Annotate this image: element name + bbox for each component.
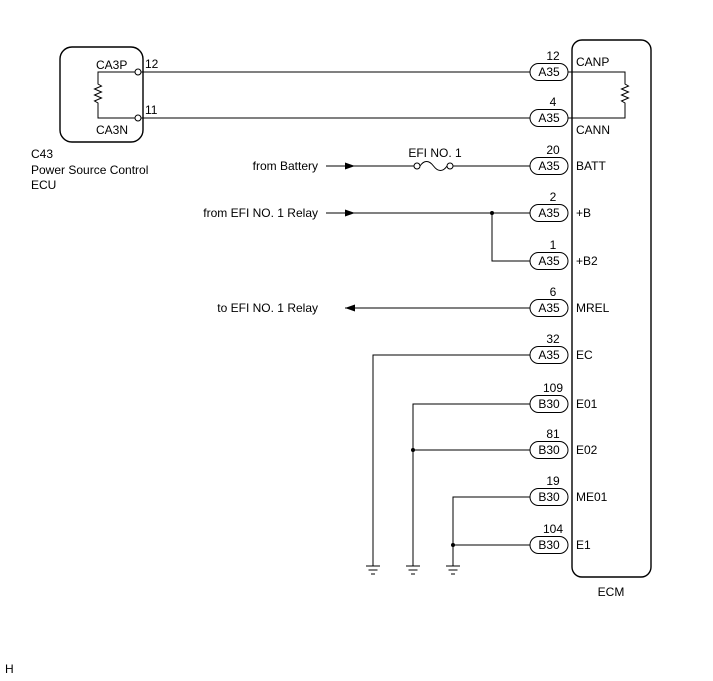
pin-number: 4: [550, 95, 557, 109]
to-efi-relay-label: to EFI NO. 1 Relay: [217, 301, 318, 315]
connector-label: A35: [538, 254, 560, 268]
ecm-terminal-plus-b2: A35 1 +B2: [529, 238, 598, 270]
fuse-element: [419, 161, 448, 171]
pin-number: 20: [546, 143, 560, 157]
terminal-name: BATT: [576, 159, 606, 173]
connector-pill: [529, 299, 569, 317]
connector-pill: [529, 109, 569, 127]
terminal-name: E02: [576, 443, 598, 457]
terminal-name: +B2: [576, 254, 598, 268]
terminal-name: EC: [576, 348, 593, 362]
connector-label: A35: [538, 159, 560, 173]
ecm-terminal-ec: A35 32 EC: [529, 332, 593, 364]
ecm-terminal-me01: B30 19 ME01: [529, 474, 608, 506]
connector-label: B30: [538, 490, 560, 504]
connector-label: A35: [538, 65, 560, 79]
ca3n-pin-number: 11: [145, 103, 158, 117]
ca3p-label: CA3P: [96, 58, 127, 72]
connector-pill: [529, 395, 569, 413]
ground-icon: [366, 565, 380, 575]
connector-label: B30: [538, 397, 560, 411]
ca3n-terminal: [134, 114, 142, 122]
figure-code: H: [5, 662, 14, 676]
connector-pill: [529, 252, 569, 270]
terminal-name: ME01: [576, 490, 608, 504]
power-source-ecu-terminating-resistor: [93, 71, 135, 119]
connector-pill: [529, 488, 569, 506]
connector-pill: [529, 346, 569, 364]
power-source-ecu-name-line1: Power Source Control: [31, 163, 148, 177]
ecm-terminal-batt: A35 20 BATT: [529, 143, 606, 175]
power-source-control-ecu: CA3P CA3N 12 11: [59, 46, 159, 143]
ca3p-terminal: [134, 68, 142, 76]
connector-label: A35: [538, 348, 560, 362]
connector-pill: [529, 536, 569, 554]
efi-fuse: [413, 161, 454, 171]
pin-number: 104: [543, 522, 563, 536]
from-battery-label: from Battery: [253, 159, 318, 173]
ecm-terminal-cann: A35 4 CANN: [529, 95, 610, 137]
ca3p-pin-number: 12: [145, 57, 159, 71]
terminal-name: E01: [576, 397, 598, 411]
terminal-name: MREL: [576, 301, 610, 315]
pin-number: 12: [546, 49, 560, 63]
terminal-name: CANN: [576, 123, 610, 137]
e01-ground-wire: [412, 403, 530, 566]
terminal-name: E1: [576, 538, 591, 552]
fuse-terminal: [413, 162, 421, 170]
fuse-terminal: [446, 162, 454, 170]
pin-number: 32: [546, 332, 560, 346]
junction-dot: [490, 211, 494, 215]
pin-number: 19: [546, 474, 560, 488]
ecm-terminal-canp: A35 12 CANP: [529, 49, 609, 81]
connector-label: A35: [538, 206, 560, 220]
connector-pill: [529, 204, 569, 222]
ecm-terminal-e01: B30 109 E01: [529, 381, 598, 413]
connector-pill: [529, 63, 569, 81]
fuse-label: EFI NO. 1: [408, 146, 462, 160]
connector-label: B30: [538, 538, 560, 552]
ecm-terminal-plus-b: A35 2 +B: [529, 190, 591, 222]
pin-number: 81: [546, 427, 560, 441]
pin-number: 6: [550, 285, 557, 299]
ecm-terminal-e02: B30 81 E02: [529, 427, 598, 459]
connector-pill: [529, 441, 569, 459]
connector-label: A35: [538, 111, 560, 125]
ground-icon: [446, 565, 460, 575]
connector-pill: [529, 157, 569, 175]
ground-icon: [406, 565, 420, 575]
pin-number: 1: [550, 238, 557, 252]
power-source-ecu-code: C43: [31, 147, 53, 161]
ca3n-label: CA3N: [96, 123, 128, 137]
ecm-terminal-e1: B30 104 E1: [529, 522, 591, 554]
pin-number: 2: [550, 190, 557, 204]
ecm-terminal-mrel: A35 6 MREL: [529, 285, 610, 317]
connector-label: B30: [538, 443, 560, 457]
ecm-terminating-resistor: [568, 71, 630, 119]
ecm-label: ECM: [598, 585, 625, 599]
arrow-right-icon: [345, 209, 355, 217]
me01-ground-wire: [452, 496, 530, 566]
ec-ground-wire: [372, 354, 530, 566]
junction-dot: [411, 448, 415, 452]
connector-label: A35: [538, 301, 560, 315]
terminal-name: +B: [576, 206, 591, 220]
arrow-left-icon: [345, 304, 355, 312]
pin-number: 109: [543, 381, 563, 395]
power-source-ecu-name-line2: ECU: [31, 178, 56, 192]
terminal-name: CANP: [576, 55, 609, 69]
arrow-right-icon: [345, 162, 355, 170]
junction-dot: [451, 543, 455, 547]
from-efi-relay-label: from EFI NO. 1 Relay: [203, 206, 318, 220]
ecm-box: [571, 39, 652, 578]
plus-b2-wire: [491, 213, 530, 262]
